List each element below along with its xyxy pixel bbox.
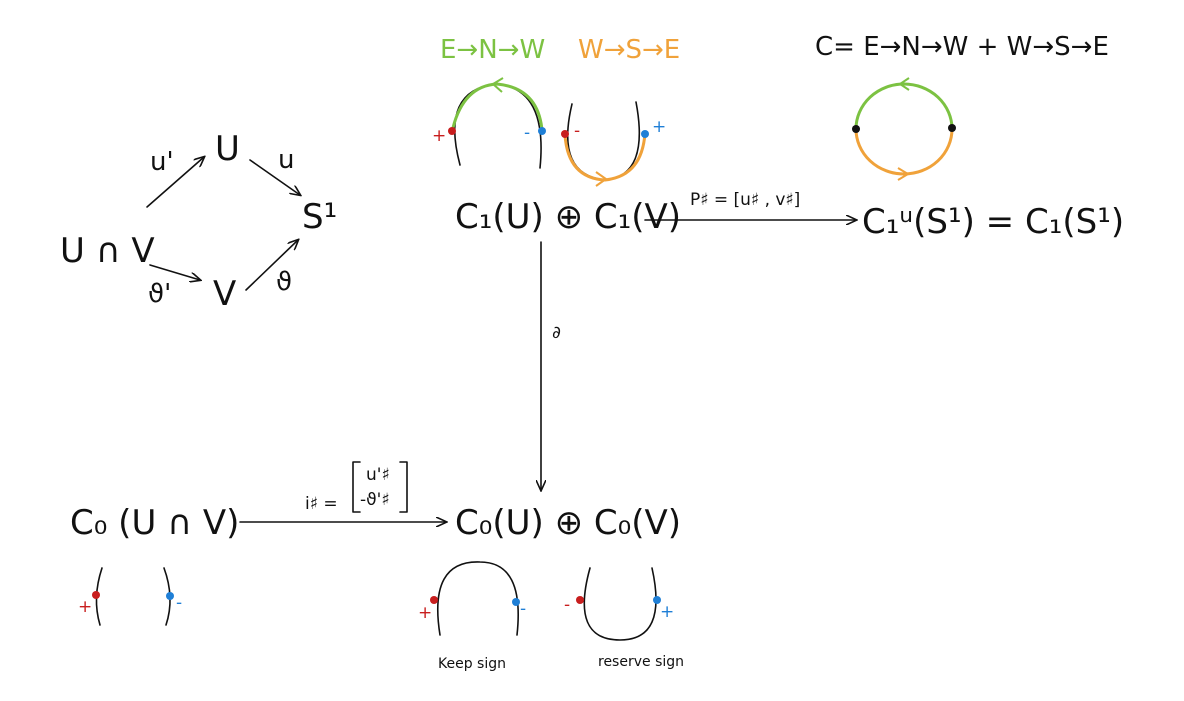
upper-arc-direction-arrow [491,77,504,93]
circle-orange-direction-arrow [897,167,910,181]
legend-orange: W→S→E [578,35,680,65]
legend-cycle: C= E→N→W + W→S→E [815,32,1109,62]
keep-sign-figure: + - Keep sign [418,561,526,672]
boundary-label: ∂ [552,323,561,343]
circle-east-point [948,124,956,132]
keep-sign-blue-point [512,598,520,606]
upper-arc-minus-sign: - [524,123,530,143]
u-label: U [215,129,240,169]
circle-label: S¹ [302,197,337,237]
upper-arc-blue-endpoint [538,127,546,135]
map-v-prime-label: ϑ' [148,279,171,309]
v-label: V [213,274,236,314]
chain-row-c0: C₀ (U ∩ V) i♯ = u'♯ -ϑ'♯ C₀(U) ⊕ C₀(V) [70,461,681,543]
circle-green-arc [854,82,954,130]
intersection-red-point [92,591,100,599]
reserve-sign-minus-sign: - [564,595,570,615]
keep-sign-arc [436,561,519,636]
inclusion-label: i♯ = [305,494,338,514]
lower-arc-blue-endpoint [641,130,649,138]
keep-sign-minus-sign: - [520,599,526,619]
lower-arc-red-endpoint [561,130,569,138]
intersection-label: U ∩ V [60,231,155,271]
matrix-top-entry: u'♯ [366,465,390,485]
circle-orange-arc [854,128,954,176]
reserve-sign-arc [583,567,657,641]
map-u-label: u [278,145,294,175]
keep-sign-plus-sign: + [418,603,432,623]
reserve-sign-plus-sign: + [660,602,674,622]
top-legend: E→N→W W→S→E C= E→N→W + W→S→E [440,32,1109,65]
arrow-v [245,240,298,291]
lower-arc-plus-sign: + [652,117,666,137]
reserve-sign-caption: reserve sign [598,654,684,670]
upper-arc-plus-sign: + [432,126,446,146]
c1-target: C₁ᵘ(S¹) = C₁(S¹) [862,202,1124,242]
full-circle-figure [852,77,956,181]
intersection-blue-point [166,592,174,600]
push-forward-label: P♯ = [u♯ , v♯] [690,190,800,210]
c1-direct-sum: C₁(U) ⊕ C₁(V) [455,197,681,237]
upper-arc-green-path [450,82,544,133]
lower-arc-direction-arrow [595,171,608,187]
intersection-plus-sign: + [78,597,92,617]
keep-sign-red-point [430,596,438,604]
intersection-minus-sign: - [176,593,182,613]
arrow-u [249,159,300,195]
arrow-u-prime [146,157,204,208]
c0-direct-sum: C₀(U) ⊕ C₀(V) [455,503,681,543]
intersection-points-figure: + - [78,567,182,626]
reserve-sign-figure: - + reserve sign [564,567,684,670]
matrix-bottom-entry: -ϑ'♯ [360,490,390,510]
arrow-v-prime [149,264,200,280]
map-u-prime-label: u' [150,147,174,177]
matrix-left-bracket [352,461,361,513]
keep-sign-caption: Keep sign [438,656,506,672]
inclusion-square: U ∩ V U V S¹ u' ϑ' u ϑ [60,129,337,314]
reserve-sign-blue-point [653,596,661,604]
map-v-label: ϑ [276,267,292,297]
reserve-sign-red-point [576,596,584,604]
matrix-right-bracket [399,461,408,513]
circle-west-point [852,125,860,133]
c0-intersection: C₀ (U ∩ V) [70,503,239,543]
legend-green: E→N→W [440,35,545,65]
lower-arc-minus-sign: - [574,121,580,141]
chain-row-c1: C₁(U) ⊕ C₁(V) P♯ = [u♯ , v♯] C₁ᵘ(S¹) = C… [455,190,1124,242]
lower-arc-figure: - + [561,101,666,187]
upper-arc-figure: + - [432,77,546,169]
circle-green-direction-arrow [898,77,910,91]
upper-arc-red-endpoint [448,127,456,135]
boundary-map: ∂ [541,241,561,490]
